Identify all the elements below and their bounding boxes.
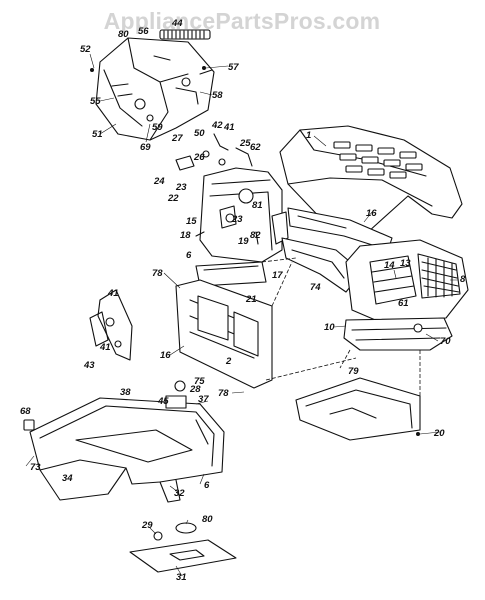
part-number: 24 [153, 176, 165, 187]
part-number: 55 [90, 96, 101, 107]
connection-lines [261, 257, 421, 420]
part-number: 28 [189, 384, 201, 395]
dash-panel-assembly [90, 29, 215, 141]
frame-bracket [295, 377, 421, 441]
part-number: 38 [120, 387, 131, 398]
part-number: 52 [80, 44, 91, 55]
part-number: 69 [140, 142, 151, 153]
part-number: 20 [433, 428, 445, 439]
part-number: 41 [223, 122, 235, 133]
dash-tower [195, 167, 289, 287]
part-number: 79 [348, 366, 359, 377]
part-number: 17 [272, 270, 283, 281]
bracket-parts [175, 133, 253, 171]
part-number: 6 [204, 480, 210, 491]
part-labels: 80 56 44 52 57 58 55 59 51 69 50 42 41 2… [20, 18, 466, 583]
part-number: 57 [228, 62, 239, 73]
part-number: 2 [225, 356, 232, 367]
part-number: 73 [30, 462, 41, 473]
part-number: 16 [366, 208, 377, 219]
part-number: 41 [99, 342, 111, 353]
part-number: 23 [231, 214, 243, 225]
watermark-text: AppliancePartsPros.com [104, 8, 381, 34]
part-number: 16 [160, 350, 171, 361]
part-number: 59 [152, 122, 163, 133]
leader-lines [25, 53, 458, 577]
part-number: 68 [20, 406, 31, 417]
part-number: 43 [83, 360, 95, 371]
part-number: 58 [212, 90, 223, 101]
part-number: 34 [62, 473, 73, 484]
side-rails [281, 207, 393, 293]
part-number: 80 [202, 514, 213, 525]
part-number: 32 [174, 488, 185, 499]
part-number: 15 [186, 216, 197, 227]
part-number: 19 [238, 236, 249, 247]
part-number: 26 [193, 152, 205, 163]
part-number: 70 [440, 336, 451, 347]
part-number: 78 [152, 268, 163, 279]
part-number: 41 [107, 288, 119, 299]
part-number: 37 [198, 394, 209, 405]
part-number: 8 [460, 274, 466, 285]
front-nose-grille [343, 239, 469, 351]
part-number: 62 [250, 142, 261, 153]
part-number: 1 [306, 130, 311, 141]
part-number: 50 [194, 128, 205, 139]
lower-dash-panel [175, 279, 273, 389]
part-number: 78 [218, 388, 229, 399]
part-number: 82 [250, 230, 261, 241]
part-number: 18 [180, 230, 191, 241]
hood [279, 125, 463, 233]
part-number: 51 [92, 129, 103, 140]
part-number: 23 [175, 182, 187, 193]
fender [23, 380, 225, 503]
part-number: 75 [194, 376, 205, 387]
part-number: 22 [167, 193, 179, 204]
part-number: 27 [171, 133, 183, 144]
part-number: 74 [310, 282, 321, 293]
side-bracket [89, 289, 133, 361]
part-number: 56 [138, 26, 149, 37]
part-number: 45 [157, 396, 169, 407]
part-number: 25 [239, 138, 251, 149]
part-number: 61 [398, 298, 409, 309]
part-number: 81 [252, 200, 263, 211]
part-number: 13 [400, 258, 411, 269]
part-number: 14 [384, 260, 395, 271]
part-number: 80 [118, 29, 129, 40]
part-number: 6 [186, 250, 192, 261]
part-number: 29 [141, 520, 153, 531]
part-number: 31 [176, 572, 187, 583]
part-number: 21 [245, 294, 257, 305]
bottom-parts [129, 522, 237, 573]
part-number: 44 [171, 18, 183, 29]
part-number: 10 [324, 322, 335, 333]
part-number: 42 [211, 120, 223, 131]
